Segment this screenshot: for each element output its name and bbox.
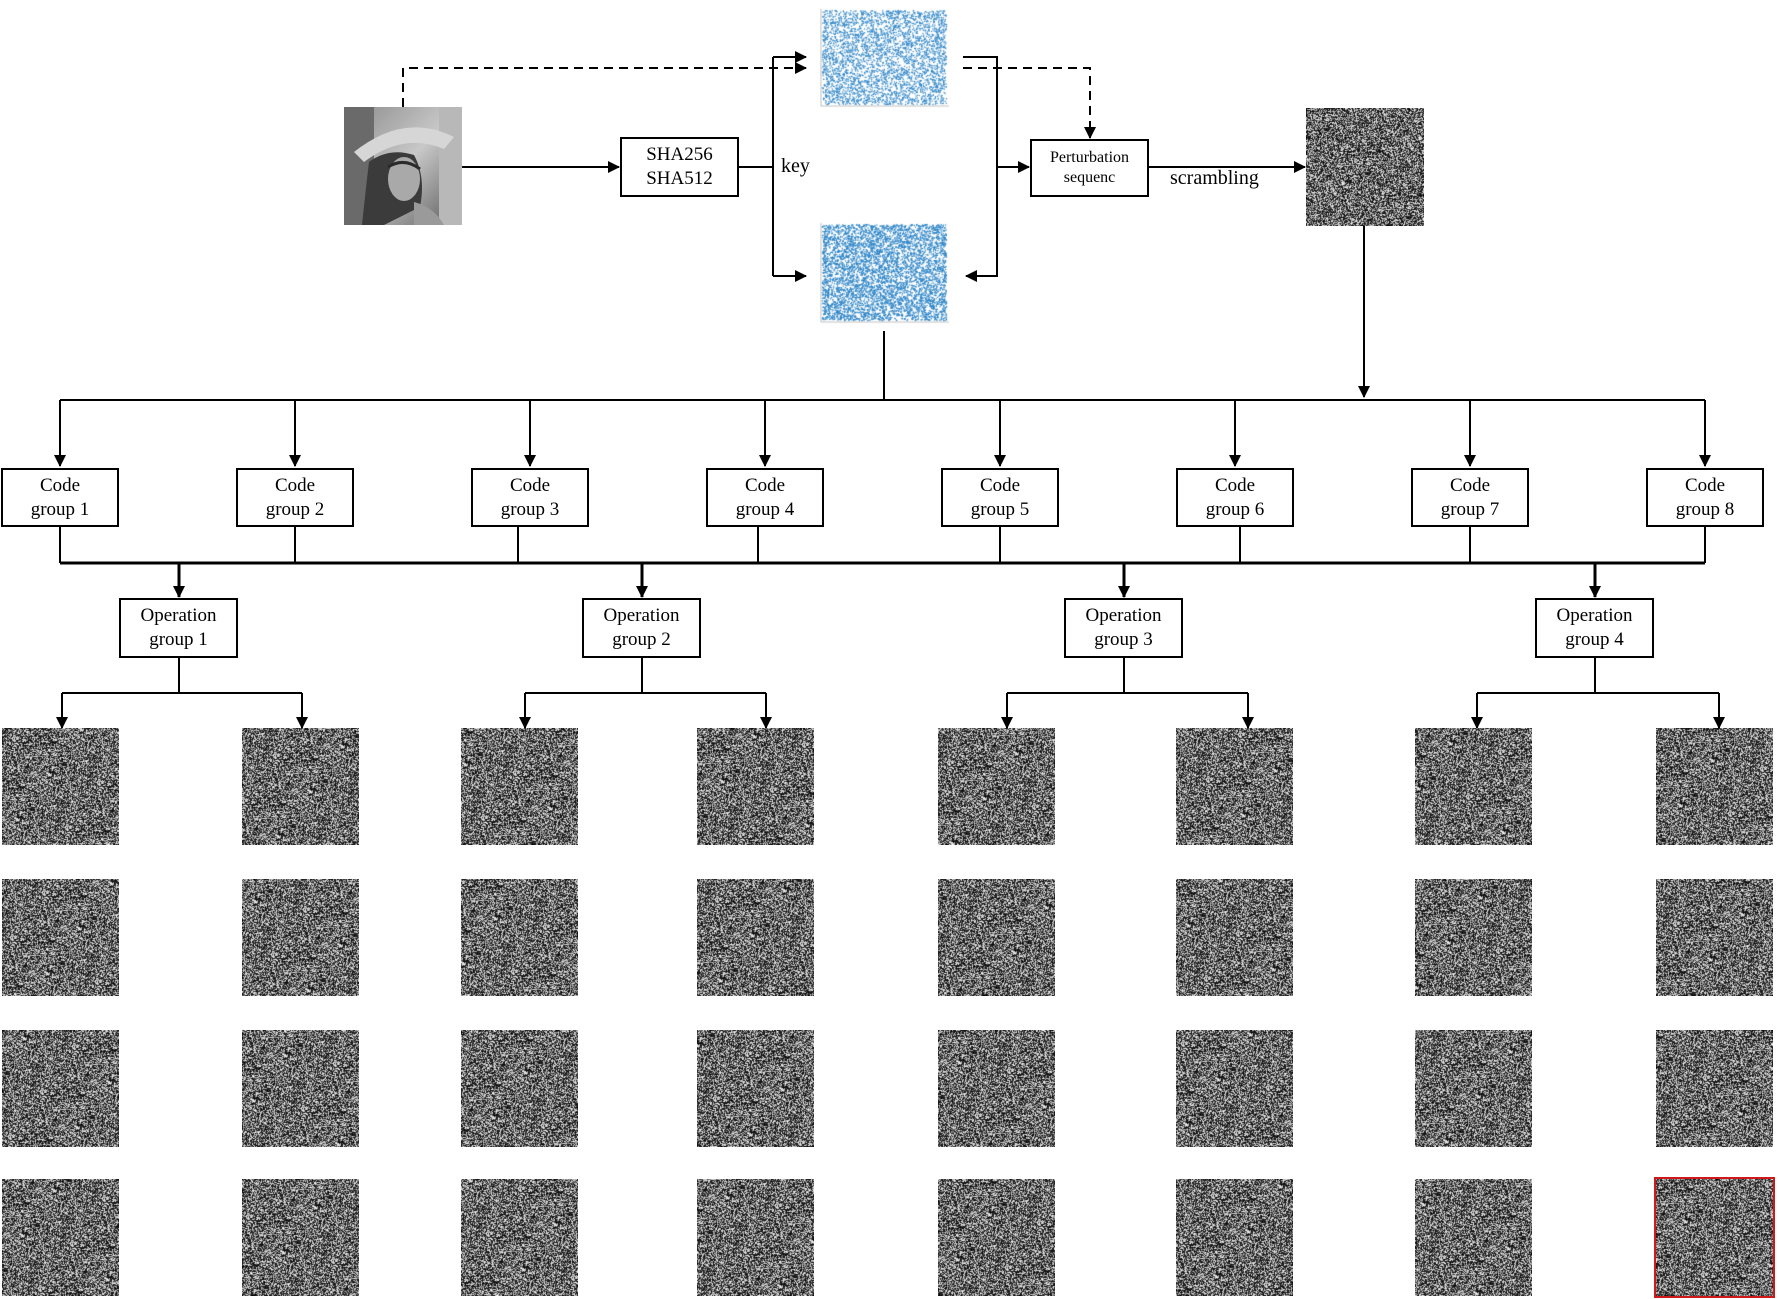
hash-line-1: SHA256 [646, 144, 713, 165]
code-group-label: group 5 [970, 498, 1030, 520]
cipher-image [697, 1030, 814, 1147]
key-label: key [781, 155, 810, 177]
cipher-image [242, 1179, 359, 1296]
code-group-label: group 1 [30, 498, 90, 520]
code-group-label: Code [274, 474, 316, 496]
operation-group-label: Operation [1556, 605, 1633, 626]
cipher-image [2, 1179, 119, 1296]
operation-group-4: Operation group 4 [1535, 598, 1654, 658]
code-group-label: group 3 [500, 498, 560, 520]
cipher-image [697, 879, 814, 996]
operation-group-2: Operation group 2 [582, 598, 701, 658]
perturbation-box: Perturbation sequenc [1030, 139, 1149, 197]
cipher-image [242, 728, 359, 845]
perturbation-line-1: Perturbation [1049, 149, 1130, 166]
scrambling-label: scrambling [1170, 167, 1259, 189]
perturbation-line-2: sequenc [1063, 169, 1116, 186]
hash-box: SHA256 SHA512 [620, 137, 739, 197]
dashed-arrow-to-chaos-plot [402, 62, 807, 107]
operation-group-1: Operation group 1 [119, 598, 238, 658]
code-group-label: Code [1449, 474, 1491, 496]
code-group-label: group 6 [1205, 498, 1265, 520]
code-group-label: Code [744, 474, 786, 496]
cipher-image [1415, 1179, 1532, 1296]
cipher-image [461, 1030, 578, 1147]
hash-line-2: SHA512 [646, 168, 713, 189]
cipher-image [461, 728, 578, 845]
operation-group-label: Operation [140, 605, 217, 626]
cipher-image [1415, 879, 1532, 996]
dashed-arrow-to-perturbation [963, 67, 1096, 139]
cipher-image [938, 879, 1055, 996]
cipher-image [1656, 728, 1773, 845]
cipher-image [1176, 1179, 1293, 1296]
operation-group-label: group 3 [1094, 629, 1153, 650]
code-group-label: Code [1684, 474, 1726, 496]
cipher-image [1656, 879, 1773, 996]
operation-group-label: group 1 [149, 629, 208, 650]
cipher-image [697, 728, 814, 845]
operation-group-label: group 2 [612, 629, 671, 650]
operation-group-label: group 4 [1565, 629, 1624, 650]
source-image [344, 107, 462, 225]
cipher-image [1656, 1030, 1773, 1147]
chaos-plot-bottom [820, 222, 950, 326]
cipher-image [697, 1179, 814, 1296]
cipher-image [938, 728, 1055, 845]
cipher-image [1176, 1030, 1293, 1147]
cipher-image [242, 879, 359, 996]
code-group-label: group 7 [1440, 498, 1500, 520]
code-group-label: group 4 [735, 498, 795, 520]
cipher-image [938, 1030, 1055, 1147]
cipher-image [2, 728, 119, 845]
arrow-to-plot-bottom-return [963, 56, 998, 282]
chaos-plot-top [820, 8, 950, 110]
code-group-label: Code [509, 474, 551, 496]
code-group-label: Code [1214, 474, 1256, 496]
cipher-image [1176, 728, 1293, 845]
cipher-image [461, 879, 578, 996]
cipher-image-highlighted [1654, 1177, 1775, 1298]
code-group-label: group 8 [1675, 498, 1735, 520]
code-group-label: Code [39, 474, 81, 496]
cipher-image [1415, 728, 1532, 845]
portrait-image [344, 107, 462, 225]
cipher-image [938, 1179, 1055, 1296]
cipher-image [1415, 1030, 1532, 1147]
cipher-image [2, 1030, 119, 1147]
cipher-image [242, 1030, 359, 1147]
cipher-image [2, 879, 119, 996]
operation-group-3: Operation group 3 [1064, 598, 1183, 658]
cipher-image [1176, 879, 1293, 996]
operation-group-label: Operation [1085, 605, 1162, 626]
code-group-label: group 2 [265, 498, 325, 520]
operation-group-label: Operation [603, 605, 680, 626]
scrambled-image [1306, 108, 1424, 226]
code-group-label: Code [979, 474, 1021, 496]
cipher-image [461, 1179, 578, 1296]
